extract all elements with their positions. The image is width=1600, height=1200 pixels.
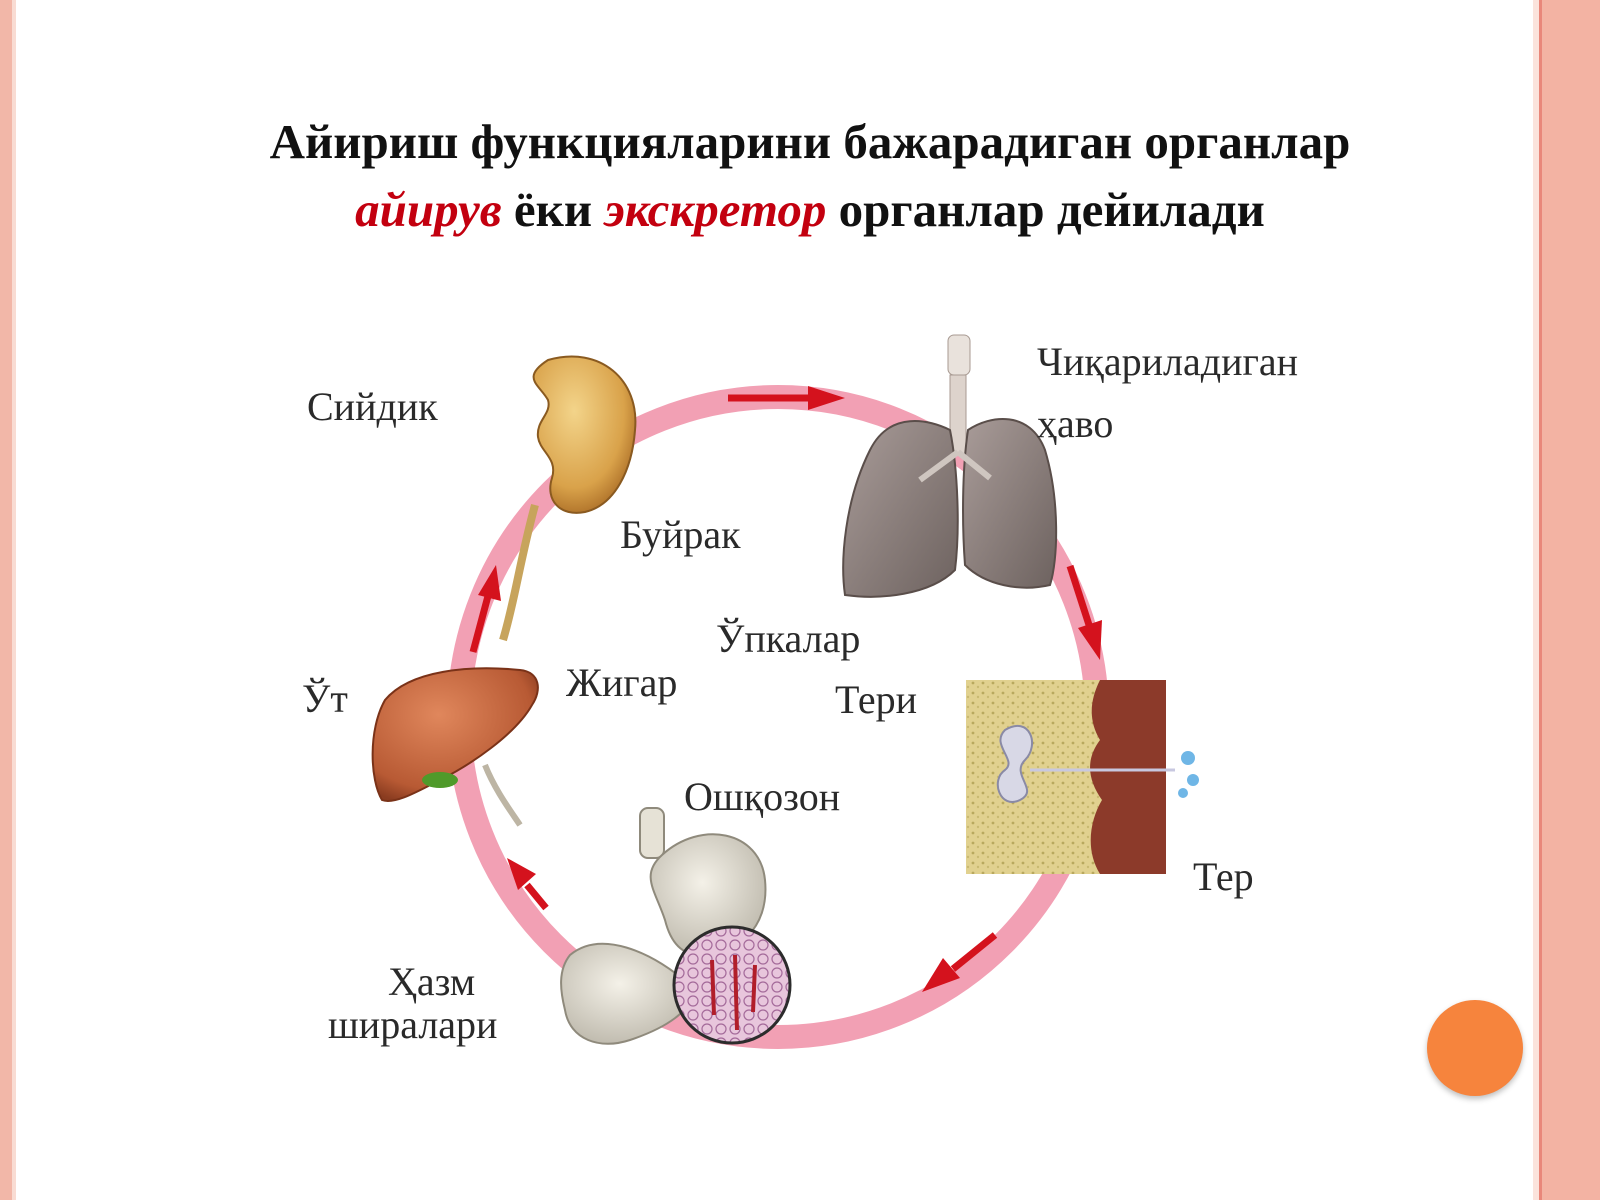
label-buyrak: Буйрак [620, 512, 741, 557]
arrow-top-icon [728, 386, 845, 410]
arrow-bottom-icon [922, 932, 998, 992]
arrow-left-upper-icon [469, 565, 501, 653]
title-word-rest: органлар дейилади [826, 182, 1265, 237]
slide-border-right-light [1533, 0, 1539, 1200]
slide-border-right [1542, 0, 1600, 1200]
stomach-icon [560, 807, 792, 1045]
skin-section-icon [966, 680, 1199, 874]
title-line-1: Айириш функцияларини бажарадиган органла… [269, 114, 1351, 169]
slide-title: Айириш функцияларини бажарадиган органла… [120, 108, 1500, 244]
label-oshqozon: Ошқозон [684, 774, 840, 819]
kidney-icon [499, 355, 637, 642]
term-ekskretor: экскретор [604, 182, 827, 237]
label-havo: ҳаво [1037, 401, 1113, 446]
liver-icon [371, 667, 539, 827]
slide-border-left [0, 0, 12, 1200]
label-ter: Тер [1193, 854, 1254, 899]
slide-decoration-dot [1427, 1000, 1523, 1096]
slide-border-right-line [1539, 0, 1542, 1200]
label-chiqariladigan: Чиқариладиган [1037, 339, 1298, 384]
lungs-icon [842, 334, 1058, 598]
label-upkalar: Ўпкалар [716, 616, 860, 661]
arrow-right-icon [1066, 564, 1102, 660]
term-ayiruv: айирув [355, 182, 502, 237]
label-teri: Тери [835, 677, 917, 722]
label-hazm: Ҳазм [388, 959, 475, 1004]
label-shiralari: шиpалари [328, 1002, 497, 1047]
slide-border-left-inner [12, 0, 16, 1200]
arrow-left-lower-icon [507, 858, 549, 911]
label-jigar: Жигар [566, 660, 677, 705]
label-ut: Ўт [302, 676, 348, 721]
label-siydik: Сийдик [307, 384, 438, 429]
title-line-2: айирув ёки экскретор органлар дейилади [120, 176, 1500, 244]
title-word-yoki: ёки [501, 182, 605, 237]
